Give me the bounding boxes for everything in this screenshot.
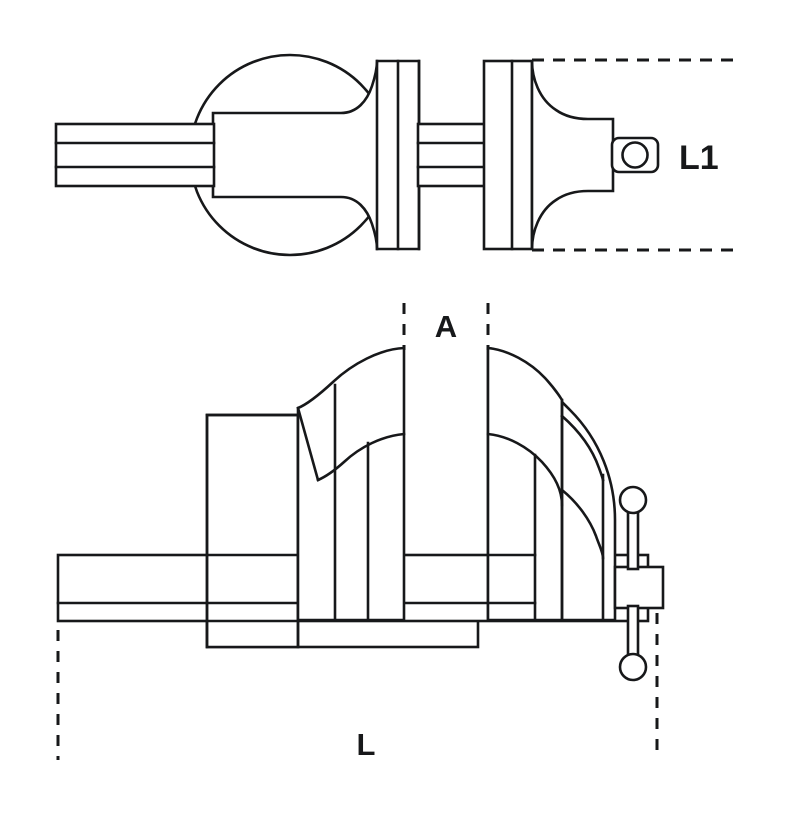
plan-middle-bar-outer	[416, 122, 487, 188]
elevation-handle-block	[613, 565, 665, 610]
dimension-label-l1: L1	[679, 139, 719, 177]
plan-square-drive-socket	[610, 136, 660, 174]
movable-jaw-front-plate	[486, 346, 564, 622]
elevation-movable-jaw	[486, 346, 617, 622]
movable-jaw-inner-arc-upper	[486, 432, 564, 507]
fixed-jaw-lower-arc	[316, 432, 406, 482]
socket-hole	[621, 141, 649, 169]
dimension-label-a: A	[435, 309, 457, 344]
plan-flange2-slab	[482, 59, 534, 251]
plan-screw-housing	[530, 60, 615, 250]
fixed-jaw-chamfer-line	[296, 406, 320, 482]
elevation-fixed-jaw	[296, 346, 406, 622]
plan-left-slide-bars	[54, 122, 216, 188]
elevation-view-group: A L	[56, 303, 665, 762]
plan-moving-jaw-flange	[482, 59, 534, 251]
handle-ball-upper	[618, 485, 648, 515]
plan-view-group: L1	[54, 53, 737, 257]
movable-jaw-lower-arc	[560, 488, 605, 560]
dimension-label-l: L	[357, 727, 376, 762]
elevation-rear-body-fill	[208, 416, 297, 646]
plan-left-bar-outer	[54, 122, 216, 188]
handle-rod-upper	[626, 503, 640, 571]
fixed-jaw-silhouette	[296, 346, 406, 622]
handle-ball-lower	[618, 652, 648, 682]
plan-middle-slide-bars	[416, 122, 488, 188]
elevation-tommy-bar-handle[interactable]	[618, 485, 648, 682]
movable-jaw-rear-arc	[560, 414, 605, 482]
